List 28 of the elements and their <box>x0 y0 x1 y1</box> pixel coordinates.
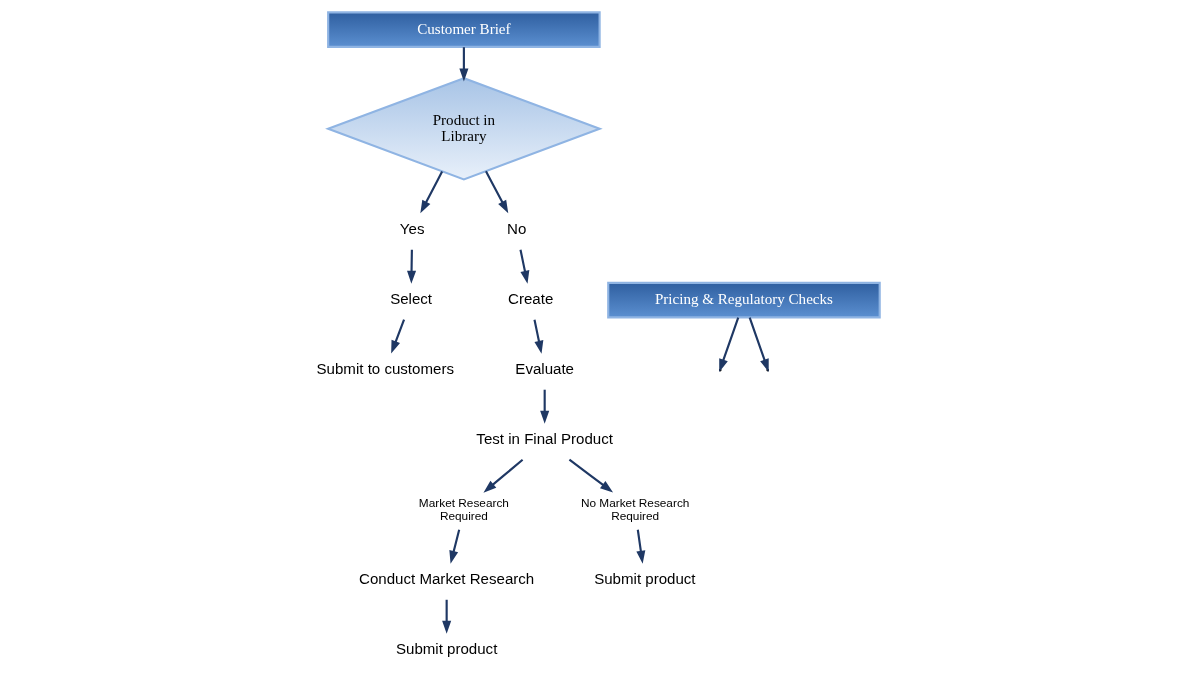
node-text: Conduct Market Research <box>358 570 534 588</box>
arrow <box>406 249 416 284</box>
node-text: Create <box>507 290 553 308</box>
arrow <box>482 458 523 493</box>
arrow <box>539 389 549 424</box>
node-box: Customer Brief <box>326 11 601 48</box>
arrow <box>458 47 468 82</box>
node-text: Submit product <box>395 640 497 658</box>
arrow <box>448 529 460 564</box>
arrow <box>518 249 529 284</box>
node-text: Select <box>389 290 432 308</box>
arrow <box>441 599 451 634</box>
arrow <box>532 319 543 354</box>
arrow <box>568 458 613 493</box>
arrow <box>390 319 405 354</box>
node-text: No <box>506 220 526 238</box>
node-text: Test in Final Product <box>475 430 613 448</box>
arrow <box>635 529 645 564</box>
arrow <box>484 170 508 214</box>
node-text: No Market Research Required <box>580 495 689 523</box>
node-text: Evaluate <box>514 360 574 378</box>
node-text: Market Research Required <box>418 495 509 523</box>
node-diamond: Product in Library <box>324 77 603 181</box>
arrow <box>419 171 443 214</box>
node-text: Submit product <box>593 570 696 588</box>
node-box: Pricing & Regulatory Checks <box>606 281 881 319</box>
node-text: Yes <box>399 220 424 238</box>
node-text: Submit to customers <box>316 360 454 378</box>
